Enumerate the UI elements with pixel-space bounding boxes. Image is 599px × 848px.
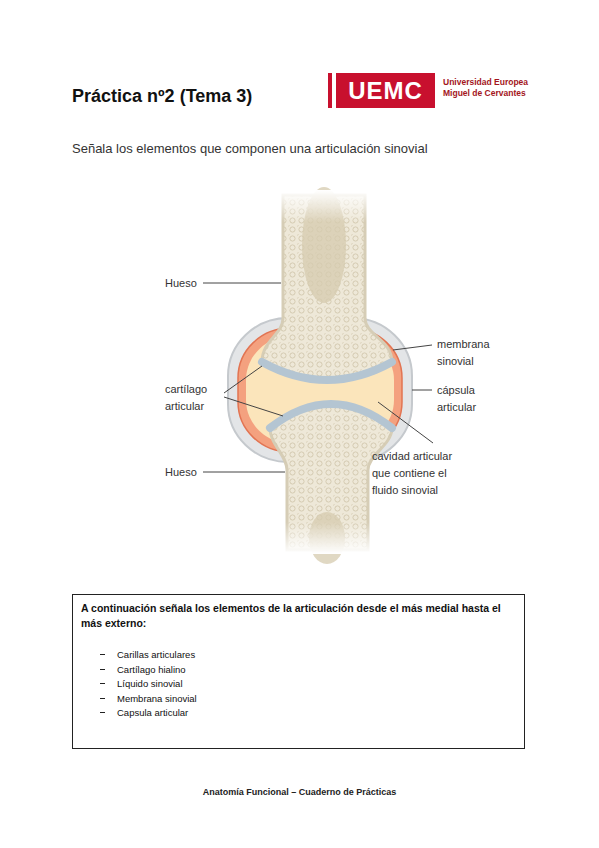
question-box: A continuación señala los elementos de l… — [72, 594, 525, 749]
logo-caption: Universidad Europea Miguel de Cervantes — [443, 77, 547, 99]
part-label: Hueso — [165, 276, 225, 290]
list-item: Cartílago hialino — [117, 663, 510, 676]
list-item: Membrana sinovial — [117, 692, 510, 705]
logo-text: UEMC — [348, 77, 423, 105]
list-dash — [100, 669, 105, 670]
list-dash — [100, 683, 105, 684]
part-label: cartílago articular — [165, 381, 227, 415]
logo-box: UEMC — [336, 73, 435, 108]
leader-line — [412, 390, 432, 391]
part-label: Hueso — [165, 465, 225, 479]
logo-stripe — [328, 73, 332, 108]
page-footer: Anatomía Funcional – Cuaderno de Práctic… — [0, 786, 599, 798]
bone-fade — [270, 190, 380, 222]
list-dash — [100, 712, 105, 713]
list-item: Carillas articulares — [117, 648, 510, 661]
question-heading: A continuación señala los elementos de l… — [81, 601, 516, 631]
part-label: cavidad articular que contiene el fluido… — [372, 448, 464, 499]
leader-line — [224, 366, 262, 393]
list-dash — [100, 654, 105, 655]
part-label: cápsula articular — [437, 382, 499, 416]
leader-line — [393, 345, 432, 350]
page-title: Práctica nº2 (Tema 3) — [72, 85, 252, 107]
leader-line — [203, 472, 285, 473]
list-item: Capsula articular — [117, 706, 510, 719]
instruction-text: Señala los elementos que componen una ar… — [72, 141, 552, 157]
articular-cartilage — [262, 362, 392, 380]
leader-line — [224, 397, 283, 416]
leader-line — [378, 402, 433, 443]
list-item: Líquido sinovial — [117, 677, 510, 690]
leader-line — [203, 283, 281, 284]
articular-cartilage — [270, 404, 392, 428]
bone-fade — [275, 522, 380, 554]
list-dash — [100, 698, 105, 699]
part-label: membrana sinovial — [437, 336, 501, 370]
